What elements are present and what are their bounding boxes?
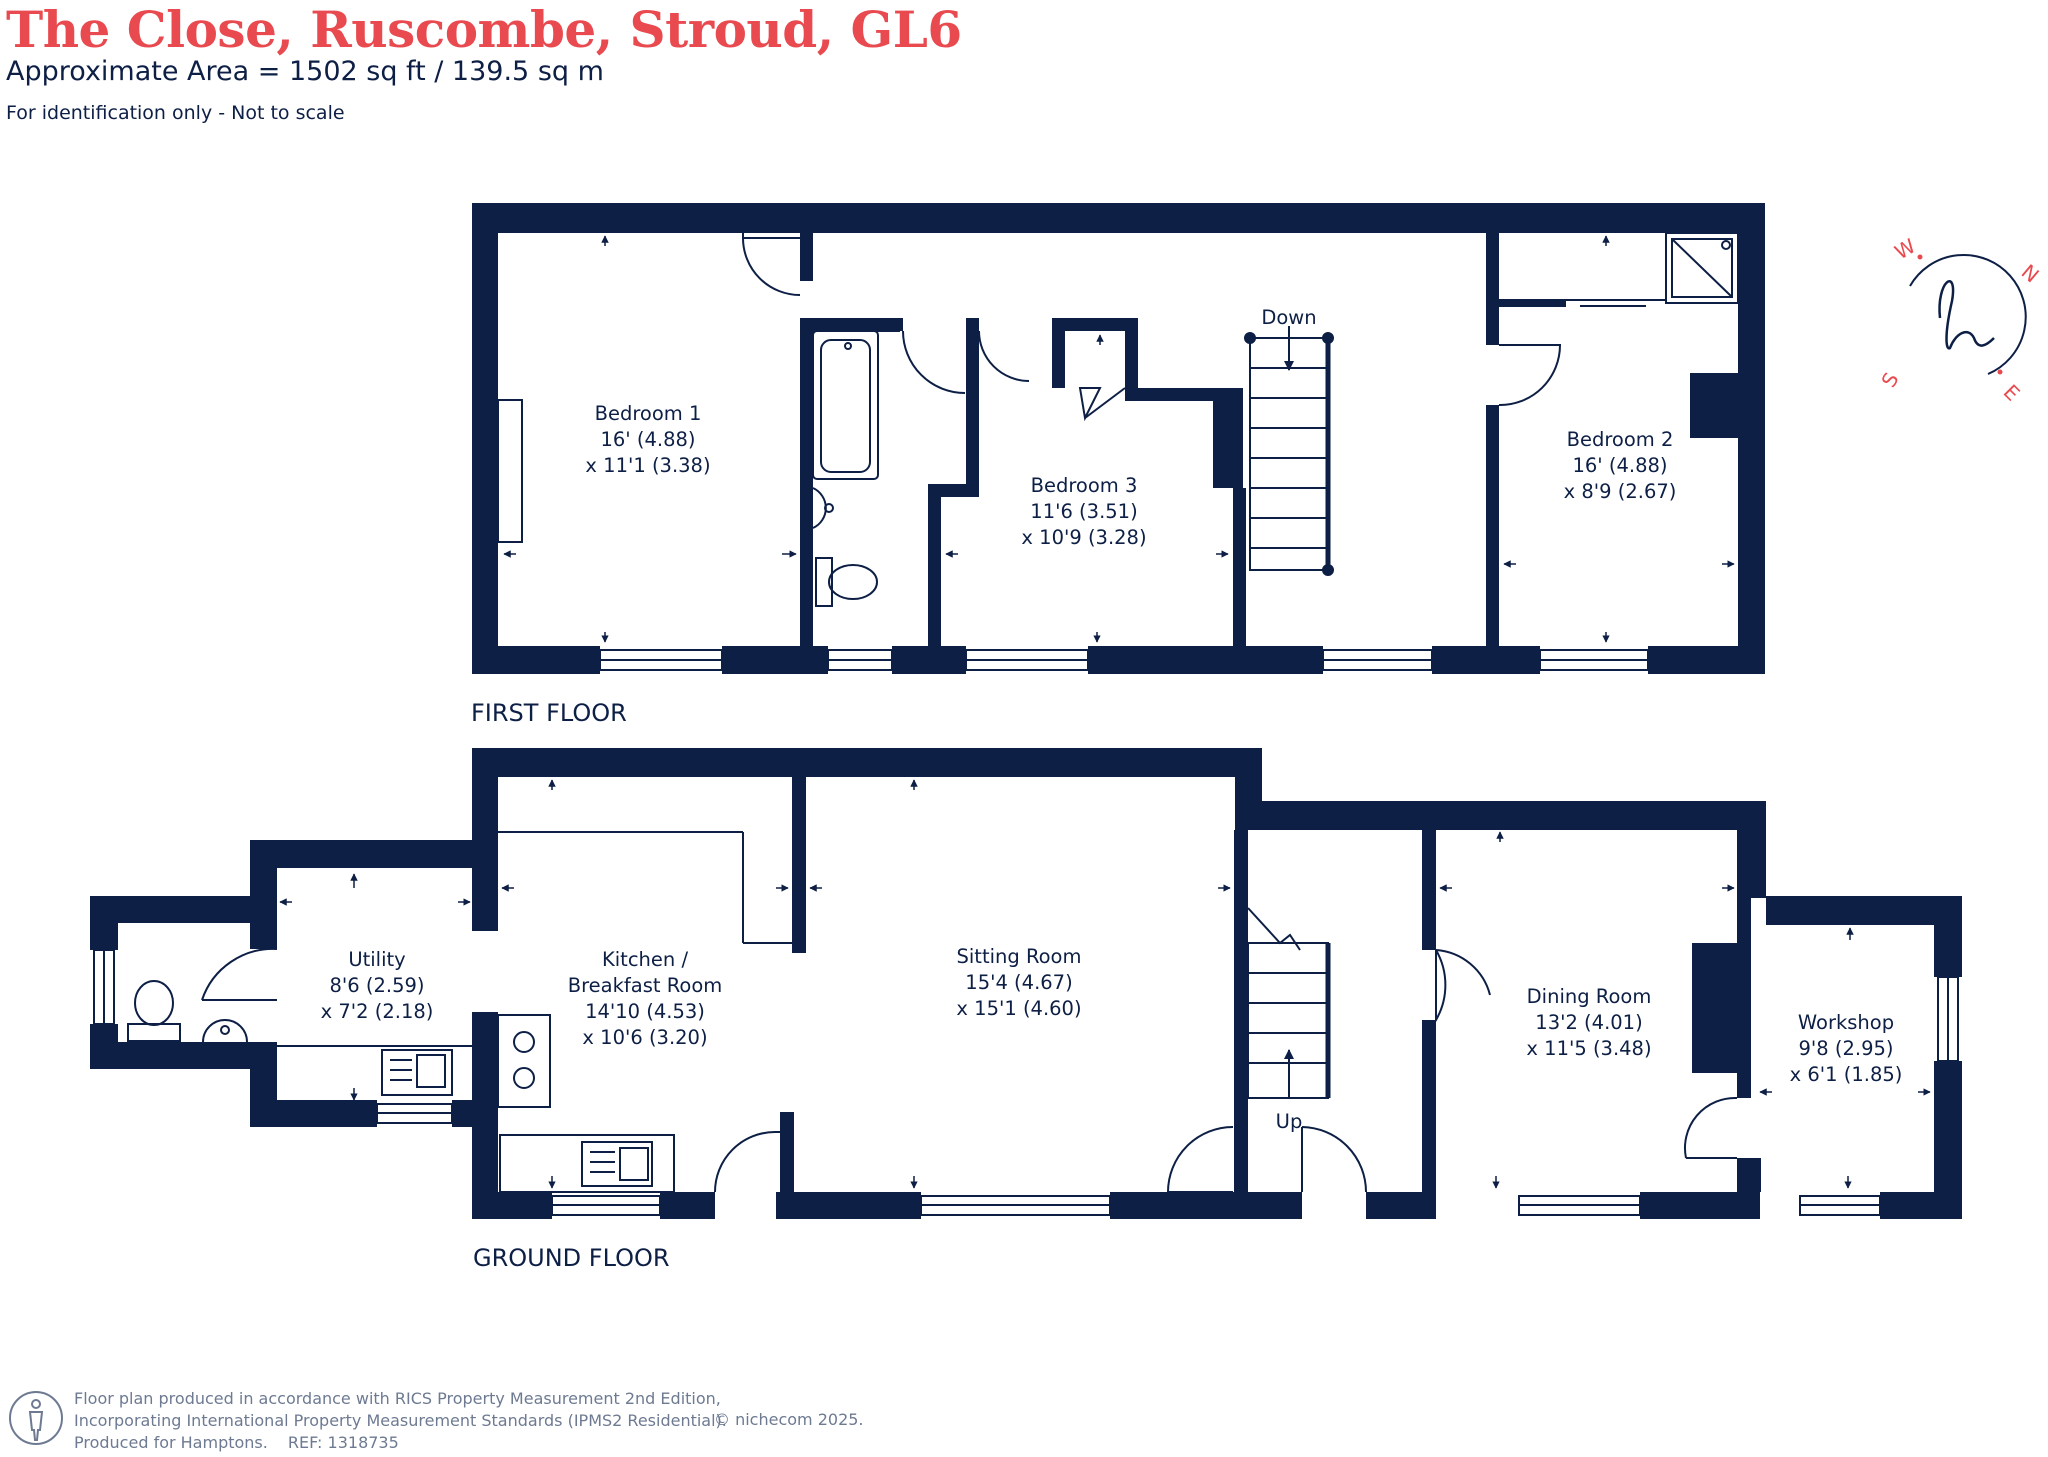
utility-dim2: x 7'2 (2.18) <box>321 1000 434 1023</box>
approximate-area: Approximate Area = 1502 sq ft / 139.5 sq… <box>6 56 604 87</box>
kitchen-name2: Breakfast Room <box>568 974 723 997</box>
person-info-icon <box>9 1391 63 1445</box>
compass-west: W <box>1891 234 1920 265</box>
dining-room-dim1: 13'2 (4.01) <box>1535 1011 1642 1034</box>
produced-for: Produced for Hamptons. <box>74 1433 268 1452</box>
ground-floor-walls <box>90 748 1962 1219</box>
bedroom1-name: Bedroom 1 <box>595 402 702 425</box>
reference-number: REF: 1318735 <box>287 1433 399 1452</box>
ground-floor-measure-arrows <box>279 779 1931 1189</box>
first-floor-walls <box>472 203 1765 674</box>
workshop-dim2: x 6'1 (1.85) <box>1790 1063 1903 1086</box>
ground-floor-windows <box>93 949 1959 1216</box>
bedroom1-dim1: 16' (4.88) <box>600 428 695 451</box>
first-floor-label: FIRST FLOOR <box>471 699 627 727</box>
kitchen-dim1: 14'10 (4.53) <box>585 1000 705 1023</box>
first-floor-plan <box>472 203 1765 674</box>
bedroom3-dim1: 11'6 (3.51) <box>1030 500 1137 523</box>
first-floor-doors <box>742 233 1562 422</box>
identification-note: For identification only - Not to scale <box>6 102 345 124</box>
stairs-up-label: Up <box>1276 1110 1303 1133</box>
logo-monogram-icon <box>1938 279 1995 350</box>
first-floor-windows <box>599 649 1649 671</box>
stairs-down-label: Down <box>1261 306 1316 329</box>
compass-logo: W N S E <box>1880 234 2040 406</box>
compass-south: S <box>1880 368 1904 391</box>
compass-east: E <box>1999 380 2025 406</box>
ground-floor-doors <box>201 947 1738 1193</box>
first-floor-measure-arrows <box>503 235 1735 643</box>
first-floor-fittings <box>497 232 1739 607</box>
kitchen-name1: Kitchen / <box>602 948 688 971</box>
compass-ring-icon <box>1909 253 2027 375</box>
sitting-room-dim2: x 15'1 (4.60) <box>956 997 1081 1020</box>
bedroom1-dim2: x 11'1 (3.38) <box>585 454 710 477</box>
utility-name: Utility <box>348 948 405 971</box>
dining-room-name: Dining Room <box>1527 985 1652 1008</box>
workshop-dim1: 9'8 (2.95) <box>1798 1037 1893 1060</box>
property-title: The Close, Ruscombe, Stroud, GL6 <box>6 0 962 59</box>
kitchen-dim2: x 10'6 (3.20) <box>582 1026 707 1049</box>
bedroom3-dim2: x 10'9 (3.28) <box>1021 526 1146 549</box>
workshop-name: Workshop <box>1798 1011 1894 1034</box>
ground-floor-fittings <box>127 831 1331 1193</box>
dining-room-dim2: x 11'5 (3.48) <box>1526 1037 1651 1060</box>
utility-dim1: 8'6 (2.59) <box>329 974 424 997</box>
bedroom2-name: Bedroom 2 <box>1567 428 1674 451</box>
footer-line-1: Floor plan produced in accordance with R… <box>74 1389 721 1408</box>
ground-floor-label: GROUND FLOOR <box>473 1244 670 1272</box>
footer-line-2: Incorporating International Property Mea… <box>74 1411 727 1430</box>
compass-north: N <box>2017 259 2040 287</box>
bedroom2-dim2: x 8'9 (2.67) <box>1564 480 1677 503</box>
footer-line-3: Produced for Hamptons. REF: 1318735 <box>74 1432 727 1454</box>
bedroom3-name: Bedroom 3 <box>1031 474 1138 497</box>
bedroom2-dim1: 16' (4.88) <box>1572 454 1667 477</box>
sitting-room-name: Sitting Room <box>957 945 1082 968</box>
sitting-room-dim1: 15'4 (4.67) <box>965 971 1072 994</box>
ground-floor-plan <box>90 748 1962 1219</box>
copyright-notice: © nichecom 2025. <box>714 1410 864 1429</box>
footer-notes: Floor plan produced in accordance with R… <box>74 1388 727 1454</box>
